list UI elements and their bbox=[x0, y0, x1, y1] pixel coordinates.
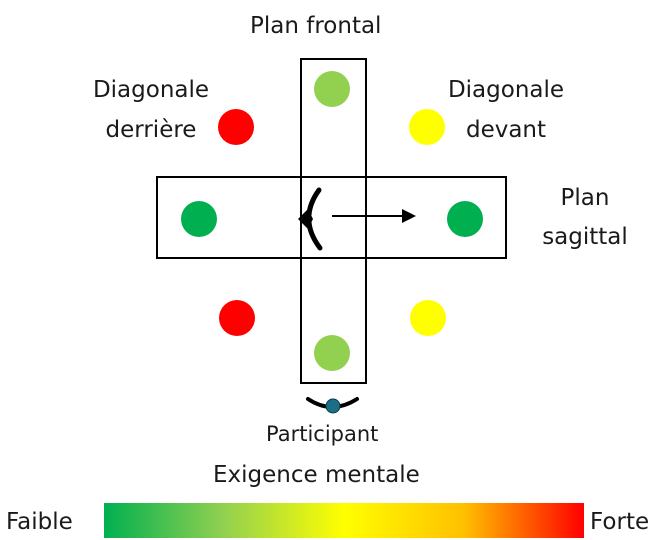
sagittal-label-line2: sagittal bbox=[542, 224, 628, 250]
participant-label: Participant bbox=[266, 422, 379, 446]
sagittal-plane-rect bbox=[156, 176, 507, 259]
target-diagonal-back-upper bbox=[218, 109, 254, 145]
direction-arrow bbox=[332, 209, 416, 223]
scale-title: Exigence mentale bbox=[213, 462, 420, 488]
diagonal-front-label-line1: Diagonale bbox=[447, 77, 565, 103]
target-sagittal-back bbox=[181, 201, 217, 237]
participant-icon bbox=[306, 397, 359, 414]
mental-demand-gradient-bar bbox=[104, 503, 584, 538]
frontal-plane-label: Plan frontal bbox=[250, 13, 382, 39]
target-frontal-bottom bbox=[314, 335, 350, 371]
target-diagonal-back-lower bbox=[219, 300, 255, 336]
diagonal-front-label-line2: devant bbox=[465, 117, 547, 143]
target-diagonal-front-lower bbox=[410, 300, 446, 336]
scale-low-label: Faible bbox=[6, 509, 73, 535]
diagonal-back-label-line2: derrière bbox=[105, 117, 197, 143]
head-figure-icon bbox=[298, 187, 323, 251]
target-frontal-top bbox=[314, 71, 350, 107]
sagittal-label-line1: Plan bbox=[560, 185, 610, 211]
target-sagittal-front bbox=[447, 201, 483, 237]
target-diagonal-front-upper bbox=[409, 109, 445, 145]
diagonal-back-label-line1: Diagonale bbox=[92, 77, 210, 103]
scale-high-label: Forte bbox=[590, 509, 650, 535]
